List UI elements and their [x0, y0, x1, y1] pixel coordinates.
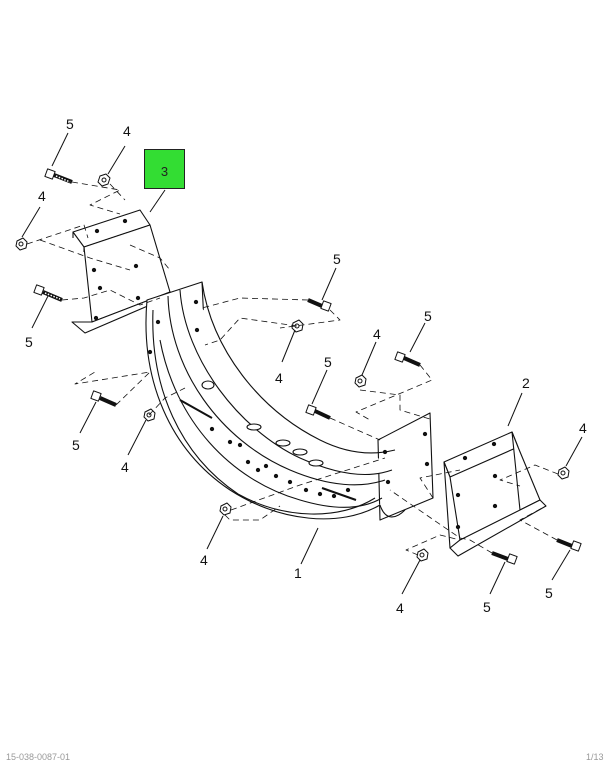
alignment-lines [26, 181, 559, 556]
callout-1: 1 [294, 565, 302, 581]
callout-5-left: 5 [25, 334, 33, 350]
figure-id: 15-038-0087-01 [6, 752, 71, 762]
callout-5-center-right: 5 [424, 308, 432, 324]
bolt-icon [44, 168, 73, 184]
callout-4-bottom: 4 [396, 600, 404, 616]
nut-icon [219, 502, 232, 516]
callout-2: 2 [522, 375, 530, 391]
callout-4-center-right: 4 [373, 326, 381, 342]
nut-icon [15, 237, 28, 251]
bolt-icon [394, 351, 421, 367]
highlighted-part-3-box[interactable]: 3 [144, 149, 185, 189]
fasteners [15, 168, 582, 565]
bolt-icon [305, 404, 331, 420]
leader-lines [21, 132, 583, 595]
nut-icon [557, 466, 570, 480]
nut-icon [354, 374, 367, 388]
callout-5-far-right: 5 [545, 585, 553, 601]
callout-4-center: 4 [121, 459, 129, 475]
bolt-icon [491, 551, 518, 565]
callout-4-mid: 4 [275, 370, 283, 386]
right-bracket [443, 431, 547, 557]
bolt-icon [33, 284, 63, 302]
callout-4-top: 4 [123, 123, 131, 139]
callout-5-bottom-left: 5 [72, 437, 80, 453]
callout-5-mid: 5 [333, 251, 341, 267]
callout-5-center: 5 [324, 354, 332, 370]
nut-icon [291, 319, 304, 333]
left-bracket [71, 209, 171, 334]
callout-5-bottom-right: 5 [483, 599, 491, 615]
nut-icon [97, 173, 111, 187]
main-cradle [145, 281, 434, 521]
callout-4-right: 4 [579, 420, 587, 436]
callout-4-left: 4 [38, 188, 46, 204]
bolt-icon [307, 298, 332, 312]
page-number: 1/13 [586, 752, 604, 762]
bolt-icon [556, 538, 582, 552]
nut-icon [416, 548, 429, 562]
bolt-icon [90, 390, 117, 407]
callout-5-top-left: 5 [66, 116, 74, 132]
callout-4-bottom-left: 4 [200, 552, 208, 568]
